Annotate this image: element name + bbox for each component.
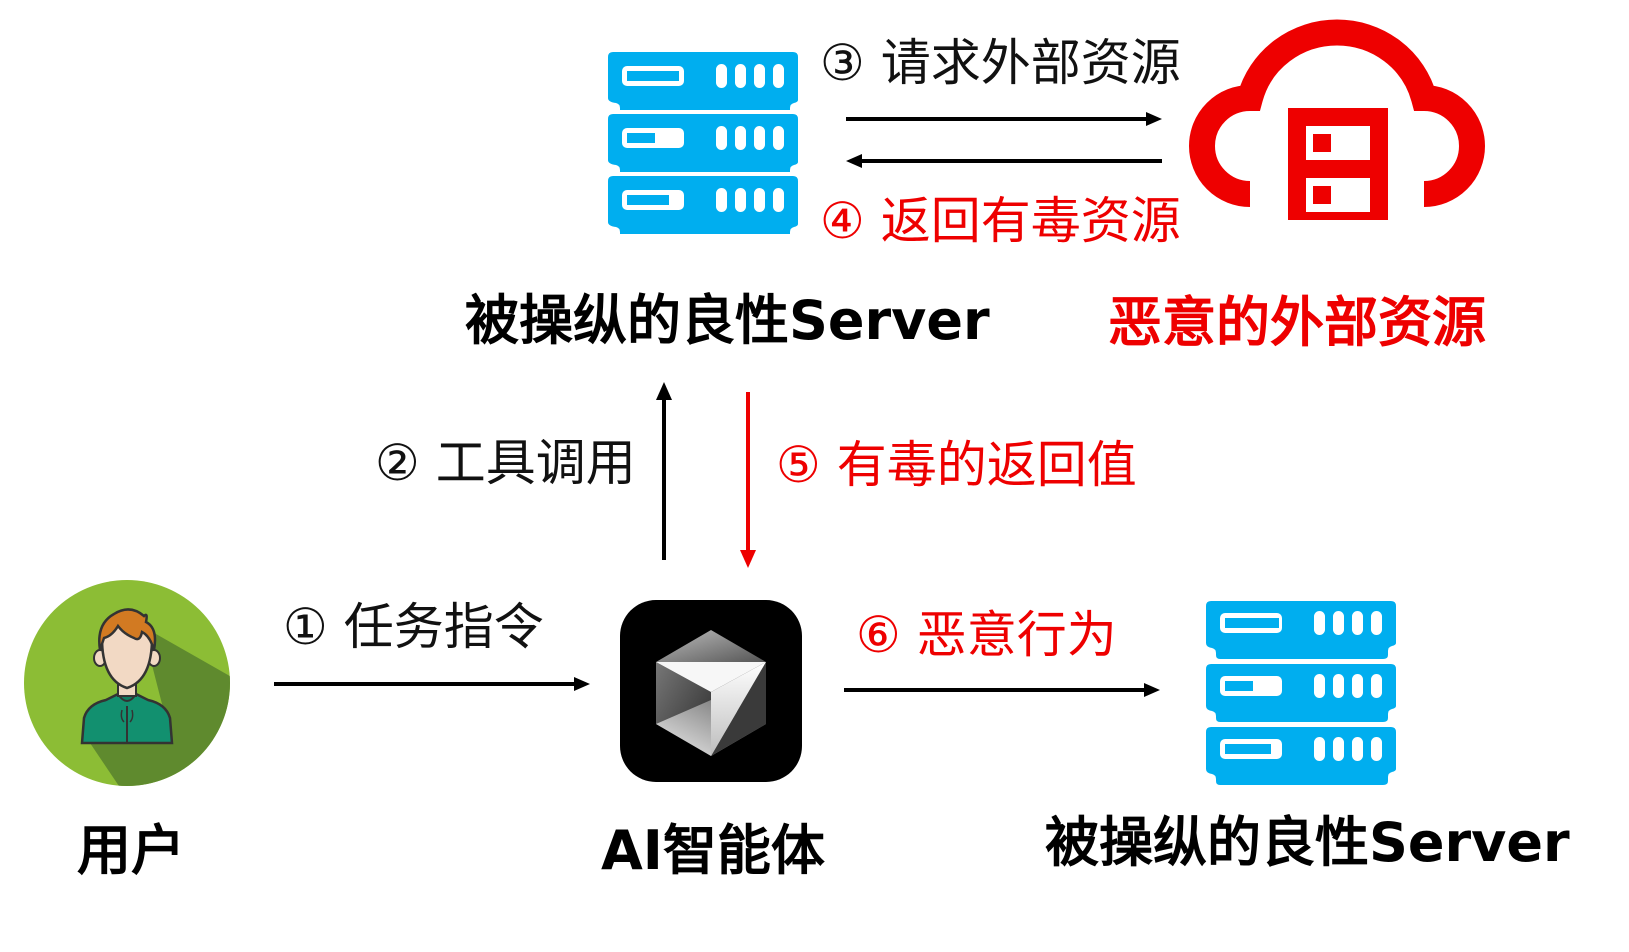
step-6-text: 恶意行为	[916, 606, 1117, 664]
server-unit	[608, 114, 798, 172]
server-bottom-label: 被操纵的良性Server	[1045, 811, 1570, 874]
user-label: 用户	[77, 819, 185, 882]
step-4-label: ④ 返回有毒资源	[820, 196, 1181, 246]
step-1-label: ① 任务指令	[283, 602, 544, 652]
agent-label: AI智能体	[601, 819, 825, 882]
server-stack-icon	[608, 52, 798, 234]
step-4-number: ④	[820, 192, 865, 250]
malicious-resource-label: 恶意的外部资源	[1108, 291, 1486, 354]
cloud-server-icon	[1189, 19, 1485, 220]
arrow-step-3	[846, 112, 1162, 126]
arrow-step-6	[844, 683, 1160, 697]
server-stack-icon	[1206, 601, 1396, 785]
arrow-step-4	[846, 154, 1162, 168]
step-5-text: 有毒的返回值	[836, 436, 1137, 494]
step-3-text: 请求外部资源	[880, 34, 1181, 92]
server-top-label: 被操纵的良性Server	[465, 289, 990, 352]
server-unit	[608, 176, 798, 234]
step-1-number: ①	[283, 598, 328, 656]
arrow-step-5	[740, 392, 756, 568]
step-5-number: ⑤	[776, 436, 821, 494]
step-1-text: 任务指令	[343, 598, 544, 656]
step-2-label: ② 工具调用	[375, 438, 636, 488]
step-6-number: ⑥	[856, 606, 901, 664]
arrow-step-1	[274, 677, 590, 691]
step-5-label: ⑤ 有毒的返回值	[776, 440, 1137, 490]
ai-agent-cube-icon	[620, 600, 802, 782]
server-unit	[1206, 664, 1396, 722]
step-3-label: ③ 请求外部资源	[820, 38, 1181, 88]
user-avatar-icon	[24, 580, 230, 786]
server-unit	[1206, 727, 1396, 785]
server-unit	[608, 52, 798, 110]
step-4-text: 返回有毒资源	[880, 192, 1181, 250]
step-2-number: ②	[375, 434, 420, 492]
step-2-text: 工具调用	[435, 434, 636, 492]
step-3-number: ③	[820, 34, 865, 92]
step-6-label: ⑥ 恶意行为	[856, 610, 1117, 660]
arrow-step-2	[656, 382, 672, 560]
server-unit	[1206, 601, 1396, 659]
